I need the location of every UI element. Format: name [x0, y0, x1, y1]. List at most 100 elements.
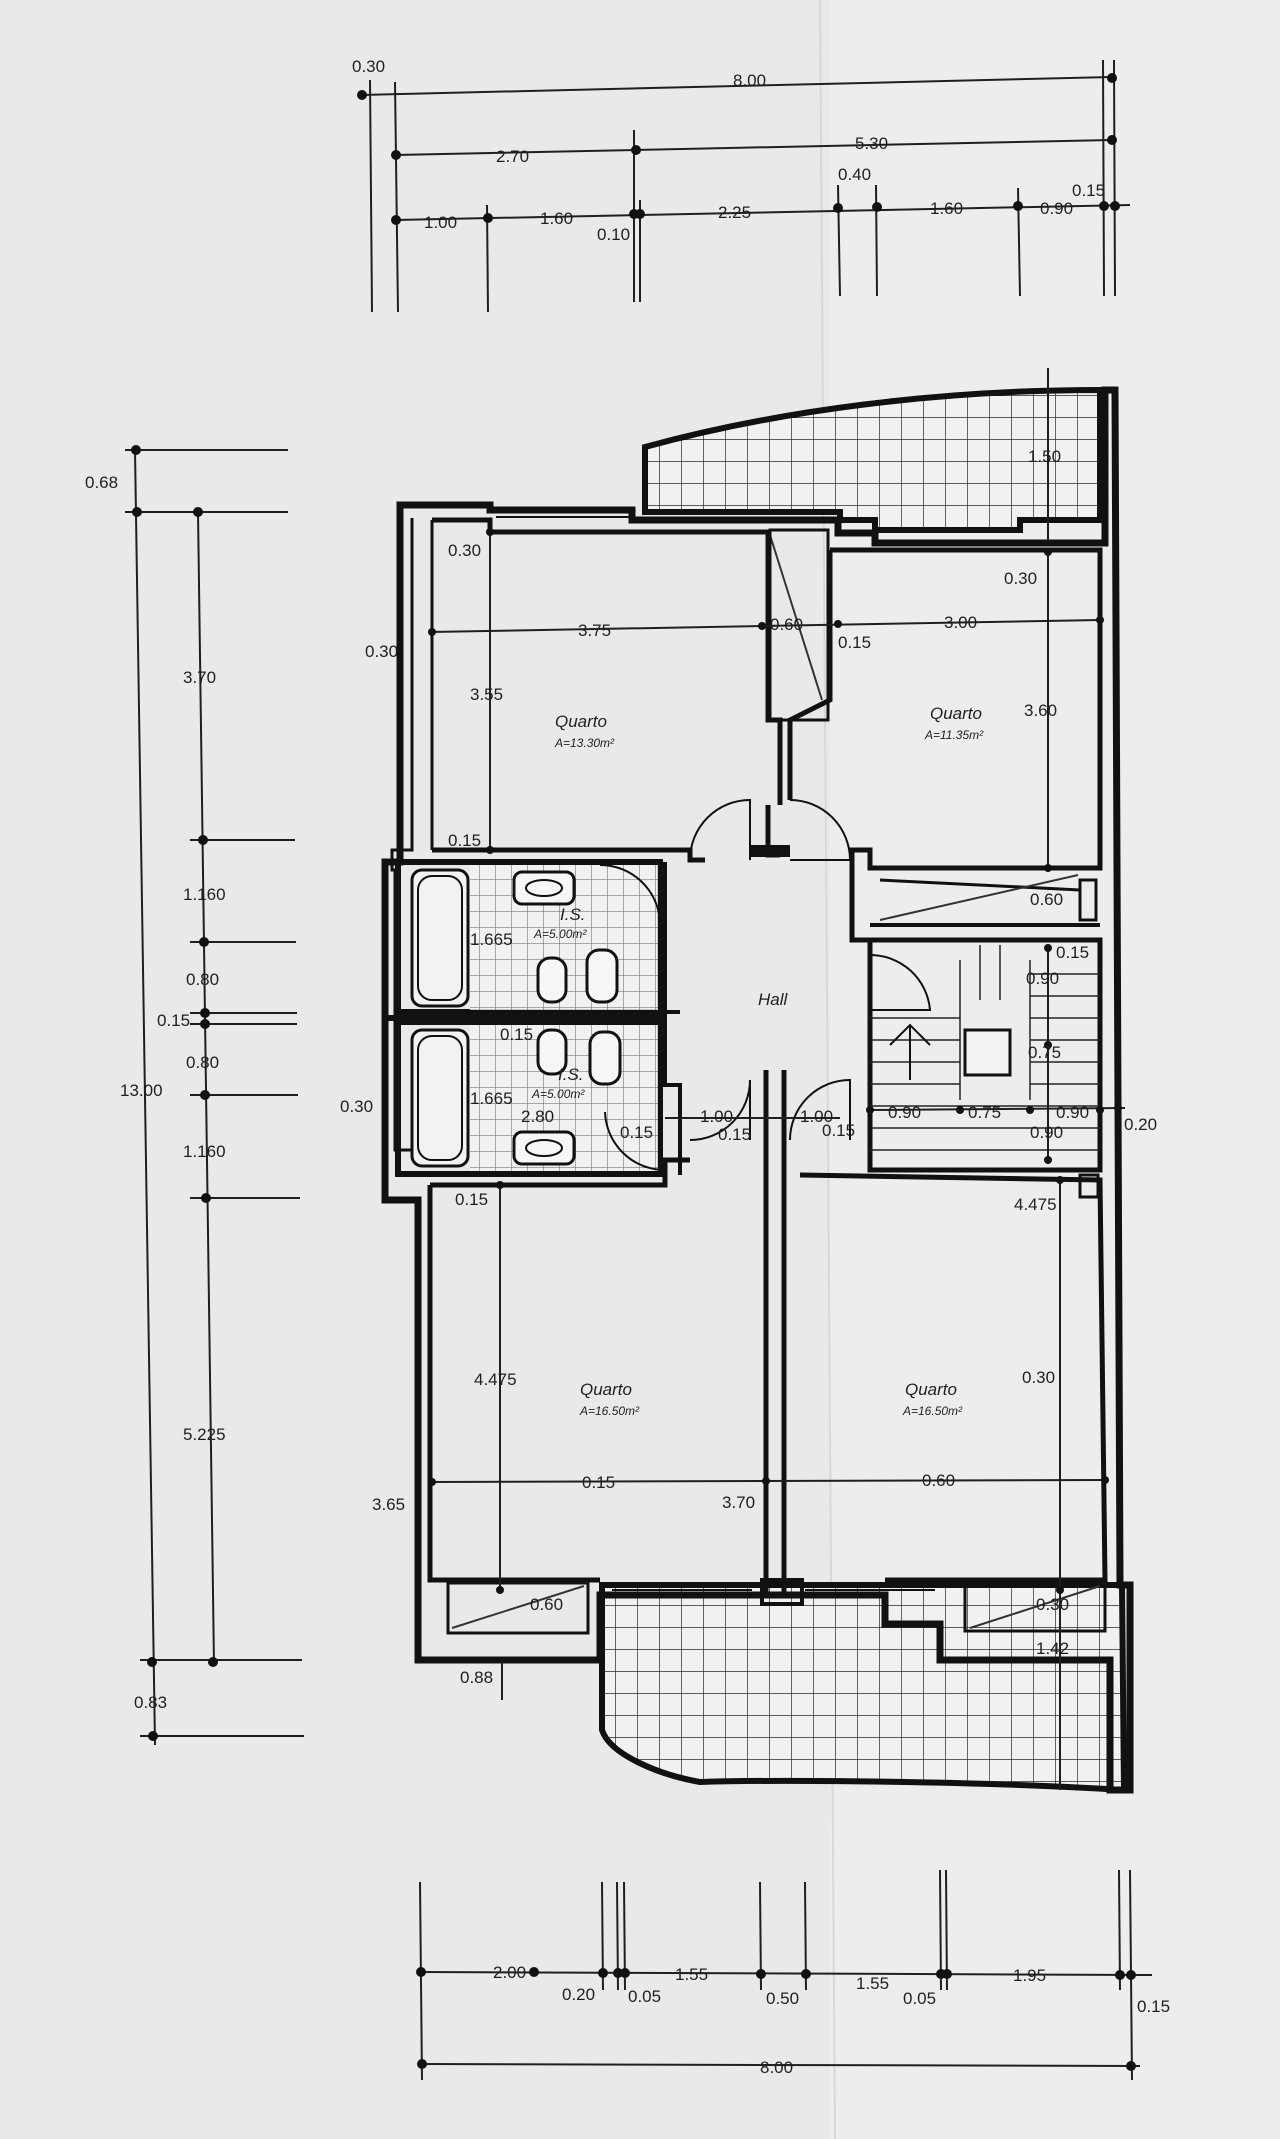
svg-text:3.65: 3.65 [372, 1495, 405, 1514]
svg-text:0.30: 0.30 [1036, 1595, 1069, 1614]
svg-text:0.75: 0.75 [1028, 1043, 1061, 1062]
svg-text:0.83: 0.83 [134, 1693, 167, 1712]
door-swing-3 [869, 953, 932, 1011]
svg-text:0.30: 0.30 [365, 642, 398, 661]
svg-text:0.15: 0.15 [718, 1125, 751, 1144]
svg-text:5.30: 5.30 [855, 134, 888, 153]
svg-text:1.50: 1.50 [1028, 447, 1061, 466]
room-area-quarto-4: A=16.50m² [902, 1404, 963, 1418]
svg-text:3.00: 3.00 [944, 613, 977, 632]
bottom-balcony [599, 1582, 1128, 1794]
svg-text:0.15: 0.15 [455, 1190, 488, 1209]
room-area-is-2: A=5.00m² [531, 1087, 585, 1101]
svg-text:2.70: 2.70 [496, 147, 529, 166]
room-area-quarto-2: A=11.35m² [924, 728, 984, 742]
svg-text:0.15: 0.15 [620, 1123, 653, 1142]
svg-text:0.15: 0.15 [448, 831, 481, 850]
bathroom-1 [395, 859, 663, 1015]
svg-text:0.05: 0.05 [628, 1987, 661, 2006]
svg-text:1.00: 1.00 [800, 1107, 833, 1126]
svg-text:2.00: 2.00 [493, 1963, 526, 1982]
svg-text:0.30: 0.30 [448, 541, 481, 560]
bottom-dimension-labels: 2.00 0.20 0.05 1.55 0.50 1.55 0.05 1.95 … [493, 1963, 1170, 2077]
wardrobe-4 [963, 1581, 1107, 1633]
svg-text:0.15: 0.15 [500, 1025, 533, 1044]
room-area-quarto-1: A=13.30m² [554, 736, 615, 750]
svg-text:0.15: 0.15 [1056, 943, 1089, 962]
top-balcony [642, 386, 1103, 533]
exterior-wall [381, 386, 1134, 1794]
svg-text:3.70: 3.70 [183, 668, 216, 687]
svg-text:1.55: 1.55 [856, 1974, 889, 1993]
bathtub-2 [410, 1028, 470, 1168]
room-area-quarto-3: A=16.50m² [579, 1404, 640, 1418]
svg-text:1.42: 1.42 [1036, 1639, 1069, 1658]
svg-text:3.55: 3.55 [470, 685, 503, 704]
svg-text:4.475: 4.475 [1014, 1195, 1057, 1214]
bidet-2 [536, 1028, 568, 1076]
room-7-walls [799, 1172, 1108, 1583]
svg-text:0.90: 0.90 [1040, 199, 1073, 218]
room-area-is-1: A=5.00m² [533, 927, 587, 941]
svg-text:1.665: 1.665 [470, 930, 513, 949]
svg-text:0.60: 0.60 [922, 1471, 955, 1490]
svg-text:1.665: 1.665 [470, 1089, 513, 1108]
sink-1 [512, 870, 576, 906]
svg-text:0.88: 0.88 [460, 1668, 493, 1687]
svg-text:0.30: 0.30 [1022, 1368, 1055, 1387]
room-label-hall: Hall [758, 990, 789, 1009]
svg-text:0.15: 0.15 [582, 1473, 615, 1492]
staircase [867, 937, 1103, 1173]
svg-text:2.80: 2.80 [521, 1107, 554, 1126]
svg-text:0.05: 0.05 [903, 1989, 936, 2008]
svg-text:1.60: 1.60 [930, 199, 963, 218]
room-label-is-1: I.S. [560, 905, 586, 924]
svg-text:0.90: 0.90 [1056, 1103, 1089, 1122]
paper-fold-shade [830, 0, 1280, 2139]
svg-text:0.80: 0.80 [186, 970, 219, 989]
svg-text:5.225: 5.225 [183, 1425, 226, 1444]
svg-text:8.00: 8.00 [760, 2058, 793, 2077]
room-label-is-2: I.S. [558, 1065, 584, 1084]
wardrobe-3 [446, 1581, 590, 1635]
svg-text:0.10: 0.10 [597, 225, 630, 244]
left-dimension-ticks [131, 445, 218, 1741]
svg-text:0.30: 0.30 [340, 1097, 373, 1116]
left-dimension-lines [125, 449, 304, 1746]
svg-text:1.160: 1.160 [183, 1142, 226, 1161]
svg-text:0.50: 0.50 [766, 1989, 799, 2008]
svg-text:3.60: 3.60 [1024, 701, 1057, 720]
interior-dimension-labels: 0.30 0.30 3.75 0.60 0.15 3.00 0.30 3.55 … [340, 447, 1157, 1687]
bidet-1 [536, 956, 568, 1004]
svg-text:4.475: 4.475 [474, 1370, 517, 1389]
svg-text:0.20: 0.20 [562, 1985, 595, 2004]
svg-text:0.90: 0.90 [888, 1103, 921, 1122]
svg-text:0.40: 0.40 [838, 165, 871, 184]
svg-text:13.00: 13.00 [120, 1081, 163, 1100]
svg-text:0.60: 0.60 [530, 1595, 563, 1614]
svg-text:8.00: 8.00 [733, 71, 766, 90]
left-dimension-labels: 0.68 3.70 1.160 0.80 0.15 0.80 13.00 1.1… [85, 473, 226, 1712]
svg-text:2.25: 2.25 [718, 203, 751, 222]
svg-text:1.160: 1.160 [183, 885, 226, 904]
svg-text:0.15: 0.15 [1137, 1997, 1170, 2016]
room-2-walls [830, 547, 1103, 943]
bathtub-1 [410, 868, 470, 1008]
room-labels: Quarto A=13.30m² Quarto A=11.35m² I.S. A… [531, 704, 984, 1418]
sink-2 [512, 1130, 576, 1166]
stair-treads [870, 945, 1100, 1151]
svg-text:0.20: 0.20 [1124, 1115, 1157, 1134]
toilet-1 [585, 948, 619, 1004]
svg-text:0.60: 0.60 [770, 615, 803, 634]
svg-text:0.30: 0.30 [1004, 569, 1037, 588]
room-label-quarto-4: Quarto [905, 1380, 957, 1399]
svg-text:1.55: 1.55 [675, 1965, 708, 1984]
svg-text:3.75: 3.75 [578, 621, 611, 640]
room-label-quarto-1: Quarto [555, 712, 607, 731]
svg-text:0.80: 0.80 [186, 1053, 219, 1072]
svg-text:0.68: 0.68 [85, 473, 118, 492]
svg-text:1.60: 1.60 [540, 209, 573, 228]
svg-text:1.00: 1.00 [700, 1107, 733, 1126]
bottom-dimension-ticks [416, 1967, 1136, 2071]
